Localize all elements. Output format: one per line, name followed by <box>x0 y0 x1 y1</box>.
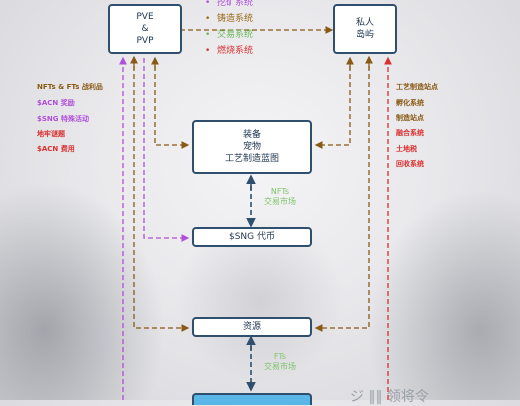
left-label-sng-event: $SNG 特殊活动 <box>37 115 89 123</box>
sng-token-label: $SNG 代币 <box>228 232 275 242</box>
private-island-node: 私人 岛屿 <box>333 4 397 54</box>
resources-node: 资源 <box>192 317 312 337</box>
pve-amp-label: & <box>141 24 149 34</box>
watermark: ジ ‖‖ 领将令 <box>350 389 429 405</box>
left-label-dungeon: 地牢谜题 <box>37 130 65 138</box>
nft-market-line1: NFTs <box>270 187 290 196</box>
legend-trade: 交易系统 <box>217 30 254 40</box>
right-label-recycle: 回收系统 <box>396 160 424 168</box>
mint-island-resources-line <box>314 58 370 332</box>
sng-token-node: $SNG 代币 <box>192 227 312 247</box>
left-label-loot: NFTs & FTs 战利品 <box>37 83 103 91</box>
ft-market-line1: FTs <box>273 352 287 361</box>
resources-label: 资源 <box>242 322 261 332</box>
right-label-land-tax: 土地税 <box>396 145 417 153</box>
pve-label: PVE <box>136 12 154 22</box>
legend-mint: 铸造系统 <box>217 14 254 24</box>
left-label-acn-reward: $ACN 奖励 <box>37 99 75 107</box>
legend-bullet-burn: • <box>205 46 211 56</box>
left-label-acn-fee: $ACN 费用 <box>37 145 75 153</box>
equipment-label: 装备 <box>242 130 261 140</box>
right-label-craft-station: 工艺制造站点 <box>396 83 438 91</box>
pve-pvp-node: PVE & PVP <box>108 4 182 54</box>
right-label-hatch: 孵化系统 <box>396 99 424 107</box>
bottom-node-partial <box>192 393 312 405</box>
right-label-fusion: 融合系统 <box>396 129 424 137</box>
purple-sng-line <box>143 58 190 242</box>
legend-bullet-trade: • <box>205 30 211 40</box>
equipment-node: 装备 宠物 工艺制造蓝图 <box>192 120 312 174</box>
pet-label: 宠物 <box>242 142 261 152</box>
legend-bullet-mint: • <box>205 14 211 24</box>
nft-market-line2: 交易市场 <box>264 197 296 206</box>
blueprint-label: 工艺制造蓝图 <box>224 154 279 164</box>
legend-bullet-mining: • <box>205 0 211 8</box>
legend-mining: 挖矿系统 <box>217 0 254 8</box>
right-label-manufacture: 制造站点 <box>396 114 424 122</box>
island-label-2: 岛屿 <box>355 30 374 40</box>
nft-market-label: NFTs 交易市场 <box>250 187 310 207</box>
island-label-1: 私人 <box>355 18 374 28</box>
ft-market-label: FTs 交易市场 <box>250 352 310 372</box>
ft-market-line2: 交易市场 <box>264 362 296 371</box>
mint-pve-resources-line <box>133 58 190 332</box>
legend-burn: 燃烧系统 <box>217 46 254 56</box>
pvp-label: PVP <box>136 36 154 46</box>
mint-island-equipment-line <box>314 58 351 149</box>
mint-pve-equipment-line <box>154 58 190 149</box>
